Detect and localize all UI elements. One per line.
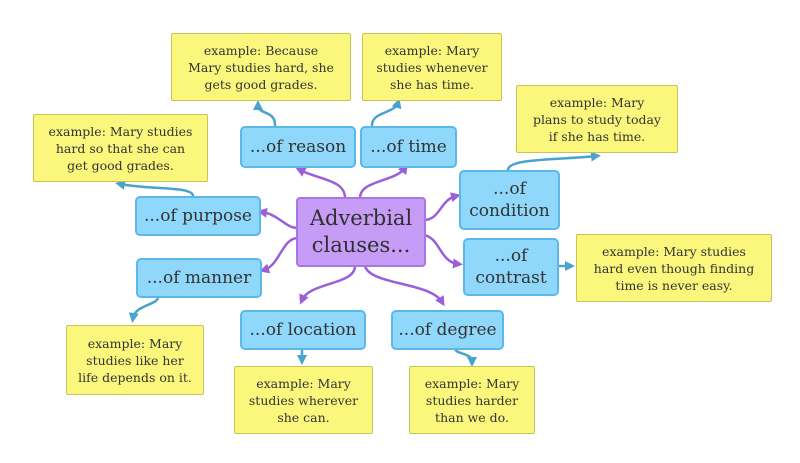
example-purpose-line2: hard so that she can: [55, 140, 186, 156]
example-reason-line2: Mary studies hard, she: [188, 59, 334, 75]
example-location-line2: studies wherever: [248, 392, 359, 408]
example-note-purpose: example: Mary studies hard so that she c…: [33, 114, 208, 182]
connector-to-degree: [363, 264, 445, 307]
example-note-condition: example: Mary plans to study today if sh…: [516, 85, 678, 153]
clause-degree: ...of degree: [391, 310, 504, 350]
clause-reason-label: ...of reason: [249, 137, 347, 157]
example-reason-line3: gets good grades.: [204, 76, 318, 92]
example-condition-line1: example: Mary: [549, 94, 645, 110]
connector-to-contrast: [422, 233, 463, 269]
connector-reason-example: [253, 100, 277, 127]
clause-contrast-label-line2: contrast: [475, 268, 547, 288]
example-location-line1: example: Mary: [256, 375, 351, 391]
connector-manner-example: [128, 295, 160, 323]
center-label-line2: clauses...: [311, 233, 411, 257]
example-contrast-line3: time is never easy.: [615, 277, 733, 293]
example-condition-line3: if she has time.: [548, 128, 646, 144]
clause-location: ...of location: [240, 310, 366, 350]
example-time-line3: she has time.: [390, 76, 474, 92]
connector-condition-example: [506, 151, 601, 172]
connector-to-condition: [422, 192, 461, 222]
clause-location-label: ...of location: [249, 320, 357, 340]
connector-degree-example: [453, 346, 477, 367]
clause-purpose: ...of purpose: [135, 196, 261, 236]
clause-manner-label: ...of manner: [146, 268, 252, 288]
clause-time: ...of time: [360, 126, 457, 168]
example-reason-line1: example: Because: [203, 42, 319, 58]
connector-purpose-example: [115, 180, 195, 198]
clause-condition-label-line1: ...of: [493, 179, 526, 199]
example-degree-line3: than we do.: [435, 409, 509, 425]
example-note-contrast: example: Mary studies hard even though f…: [576, 234, 772, 302]
clause-manner: ...of manner: [136, 258, 262, 298]
example-manner-line2: studies like her: [86, 352, 184, 368]
clause-degree-label: ...of degree: [398, 320, 497, 340]
example-time-line2: studies whenever: [376, 59, 488, 75]
clause-contrast-label-line1: ...of: [494, 246, 528, 266]
example-contrast-line2: hard even though finding: [593, 260, 755, 276]
example-location-line3: she can.: [277, 409, 330, 425]
clause-reason: ...of reason: [240, 126, 356, 168]
example-note-location: example: Mary studies wherever she can.: [234, 366, 373, 434]
clause-condition: ...of condition: [459, 170, 560, 230]
clause-condition-label-line2: condition: [469, 201, 550, 221]
example-note-time: example: Mary studies whenever she has t…: [362, 33, 502, 101]
example-contrast-line1: example: Mary studies: [602, 243, 746, 259]
example-manner-line1: example: Mary: [87, 335, 183, 351]
connector-time-example: [370, 98, 402, 127]
example-note-reason: example: Because Mary studies hard, she …: [171, 33, 351, 101]
example-purpose-line1: example: Mary studies: [48, 123, 193, 139]
center-label-line1: Adverbial: [309, 206, 413, 230]
clause-contrast: ...of contrast: [463, 238, 559, 296]
example-degree-line2: studies harder: [425, 392, 519, 408]
connector-to-location: [299, 264, 357, 305]
connector-to-purpose: [257, 207, 300, 230]
example-manner-line3: life depends on it.: [78, 369, 192, 385]
connector-to-manner: [259, 236, 300, 274]
connector-to-reason: [295, 167, 347, 200]
example-condition-line2: plans to study today: [532, 111, 661, 127]
example-degree-line1: example: Mary: [424, 375, 520, 391]
clause-time-label: ...of time: [370, 137, 447, 157]
connector-to-time: [358, 163, 408, 200]
clause-purpose-label: ...of purpose: [143, 206, 252, 226]
center-node: Adverbial clauses...: [296, 197, 426, 267]
example-purpose-line3: get good grades.: [67, 157, 174, 173]
example-time-line1: example: Mary: [384, 42, 480, 58]
example-note-degree: example: Mary studies harder than we do.: [409, 366, 535, 434]
example-note-manner: example: Mary studies like her life depe…: [66, 325, 204, 395]
